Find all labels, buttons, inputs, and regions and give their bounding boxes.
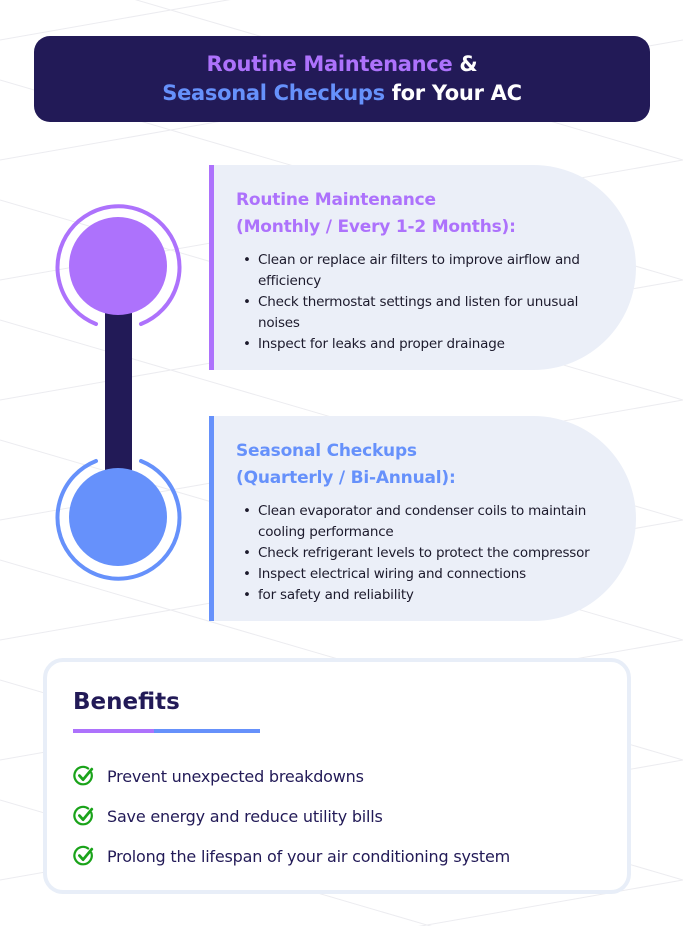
- seasonal-dot: [69, 468, 167, 566]
- seasonal-list: Clean evaporator and condenser coils to …: [236, 501, 616, 606]
- list-item: for safety and reliability: [243, 585, 616, 606]
- title-connector: &: [452, 52, 478, 76]
- routine-maintenance-card: Routine Maintenance (Monthly / Every 1-2…: [209, 165, 636, 370]
- page-title: Routine Maintenance & Seasonal Checkups …: [34, 36, 650, 122]
- underline-purple: [73, 729, 154, 733]
- underline-blue: [154, 729, 260, 733]
- routine-title-line-1: Routine Maintenance: [236, 190, 436, 210]
- benefit-text: Save energy and reduce utility bills: [107, 806, 383, 826]
- check-circle-icon: [73, 845, 94, 866]
- routine-title-line-2: (Monthly / Every 1-2 Months):: [236, 217, 516, 237]
- routine-title: Routine Maintenance (Monthly / Every 1-2…: [236, 187, 616, 241]
- list-item: Prevent unexpected breakdowns: [73, 756, 601, 796]
- benefits-list: Prevent unexpected breakdowns Save energ…: [73, 756, 601, 876]
- check-circle-icon: [73, 765, 94, 786]
- benefits-underline: [73, 729, 260, 733]
- list-item: Clean evaporator and condenser coils to …: [243, 501, 616, 543]
- title-line-1: Routine Maintenance &: [207, 50, 478, 79]
- benefit-text: Prevent unexpected breakdowns: [107, 766, 364, 786]
- list-item: Save energy and reduce utility bills: [73, 796, 601, 836]
- title-line-2: Seasonal Checkups for Your AC: [162, 79, 522, 108]
- timeline-stem: [105, 300, 132, 480]
- benefits-panel: Benefits Prevent unexpected breakdowns S…: [43, 658, 631, 894]
- list-item: Clean or replace air filters to improve …: [243, 250, 616, 292]
- list-item: Prolong the lifespan of your air conditi…: [73, 836, 601, 876]
- seasonal-title: Seasonal Checkups (Quarterly / Bi-Annual…: [236, 438, 616, 492]
- seasonal-checkups-card: Seasonal Checkups (Quarterly / Bi-Annual…: [209, 416, 636, 621]
- list-item: Inspect for leaks and proper drainage: [243, 334, 616, 355]
- timeline-connector: [0, 0, 200, 600]
- list-item: Check refrigerant levels to protect the …: [243, 543, 616, 564]
- benefits-title: Benefits: [73, 689, 180, 715]
- purple-ring-icon: [55, 204, 182, 581]
- seasonal-title-line-2: (Quarterly / Bi-Annual):: [236, 468, 456, 488]
- benefit-text: Prolong the lifespan of your air conditi…: [107, 846, 510, 866]
- title-suffix: for Your AC: [384, 81, 522, 105]
- routine-list: Clean or replace air filters to improve …: [236, 250, 616, 355]
- routine-dot: [69, 217, 167, 315]
- title-routine: Routine Maintenance: [206, 52, 453, 76]
- check-circle-icon: [73, 805, 94, 826]
- title-seasonal: Seasonal Checkups: [162, 81, 385, 105]
- list-item: Check thermostat settings and listen for…: [243, 292, 616, 334]
- list-item: Inspect electrical wiring and connection…: [243, 564, 616, 585]
- seasonal-title-line-1: Seasonal Checkups: [236, 441, 417, 461]
